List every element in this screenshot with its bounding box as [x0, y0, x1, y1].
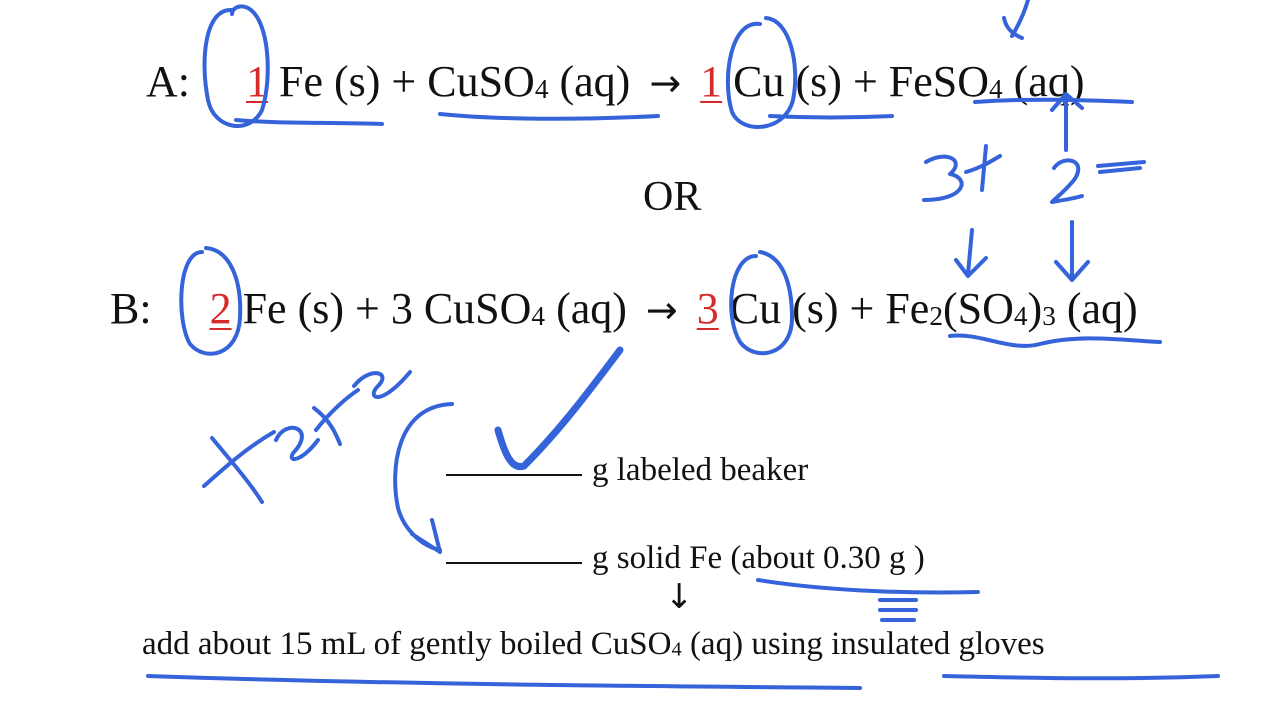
equals-marks [878, 598, 918, 622]
beaker-mass-blank [446, 474, 582, 476]
reaction-a-products: Cu (s) + FeSO4 (aq) [733, 57, 1085, 106]
underline-b-fe2so43 [948, 333, 1162, 348]
reaction-a-cu-coefficient: 1 [700, 57, 723, 106]
reaction-a-arrow: → [649, 61, 682, 105]
reaction-a-reactants: Fe (s) + CuSO4 (aq) [279, 57, 631, 106]
underline-about-030 [756, 578, 980, 595]
reaction-b-fe-coefficient: 2 [209, 284, 232, 333]
reaction-b-label: B: [110, 284, 152, 333]
beaker-mass-line: g labeled beaker [446, 454, 808, 487]
fe-mass-label: g solid Fe (about 0.30 g ) [592, 540, 925, 576]
check-mark [494, 346, 624, 471]
reaction-a-fe-coefficient: 1 [246, 57, 268, 106]
curved-arrow-to-fe-line [393, 402, 454, 554]
top-arrow-mark [1002, 0, 1030, 40]
hand-text-tare [202, 370, 412, 504]
reaction-b-products: Cu (s) + Fe2(SO4)3 (aq) [729, 284, 1138, 333]
underline-insulated-gloves [942, 674, 1220, 681]
arrow-down-to-fe2 [954, 228, 988, 278]
reaction-b-arrow: → [645, 288, 678, 332]
reaction-a: A: 1 Fe (s) + CuSO4 (aq) → 1 Cu (s) + Fe… [146, 60, 1085, 104]
reaction-b-cu-coefficient: 3 [696, 284, 719, 333]
reaction-b-reactants: Fe (s) + 3 CuSO4 (aq) [242, 284, 627, 333]
add-instruction: add about 15 mL of gently boiled CuSO4 (… [142, 626, 1045, 662]
underline-a-fe [234, 118, 384, 126]
underline-add-instruction [146, 674, 862, 690]
charge-3plus [922, 144, 1002, 202]
arrow-down-to-so4 [1054, 220, 1090, 282]
reaction-b: B: 2 Fe (s) + 3 CuSO4 (aq) → 3 Cu (s) + … [110, 287, 1138, 331]
fe-mass-line: g solid Fe (about 0.30 g ) [446, 542, 925, 575]
underline-a-cu [768, 114, 894, 120]
charge-2minus [1050, 158, 1146, 204]
down-arrow-icon: ↓ [665, 577, 694, 617]
underline-a-cuso4 [438, 112, 660, 121]
beaker-mass-label: g labeled beaker [592, 452, 809, 488]
fe-mass-blank [446, 562, 582, 564]
or-separator: OR [643, 174, 702, 220]
reaction-a-label: A: [146, 57, 190, 106]
